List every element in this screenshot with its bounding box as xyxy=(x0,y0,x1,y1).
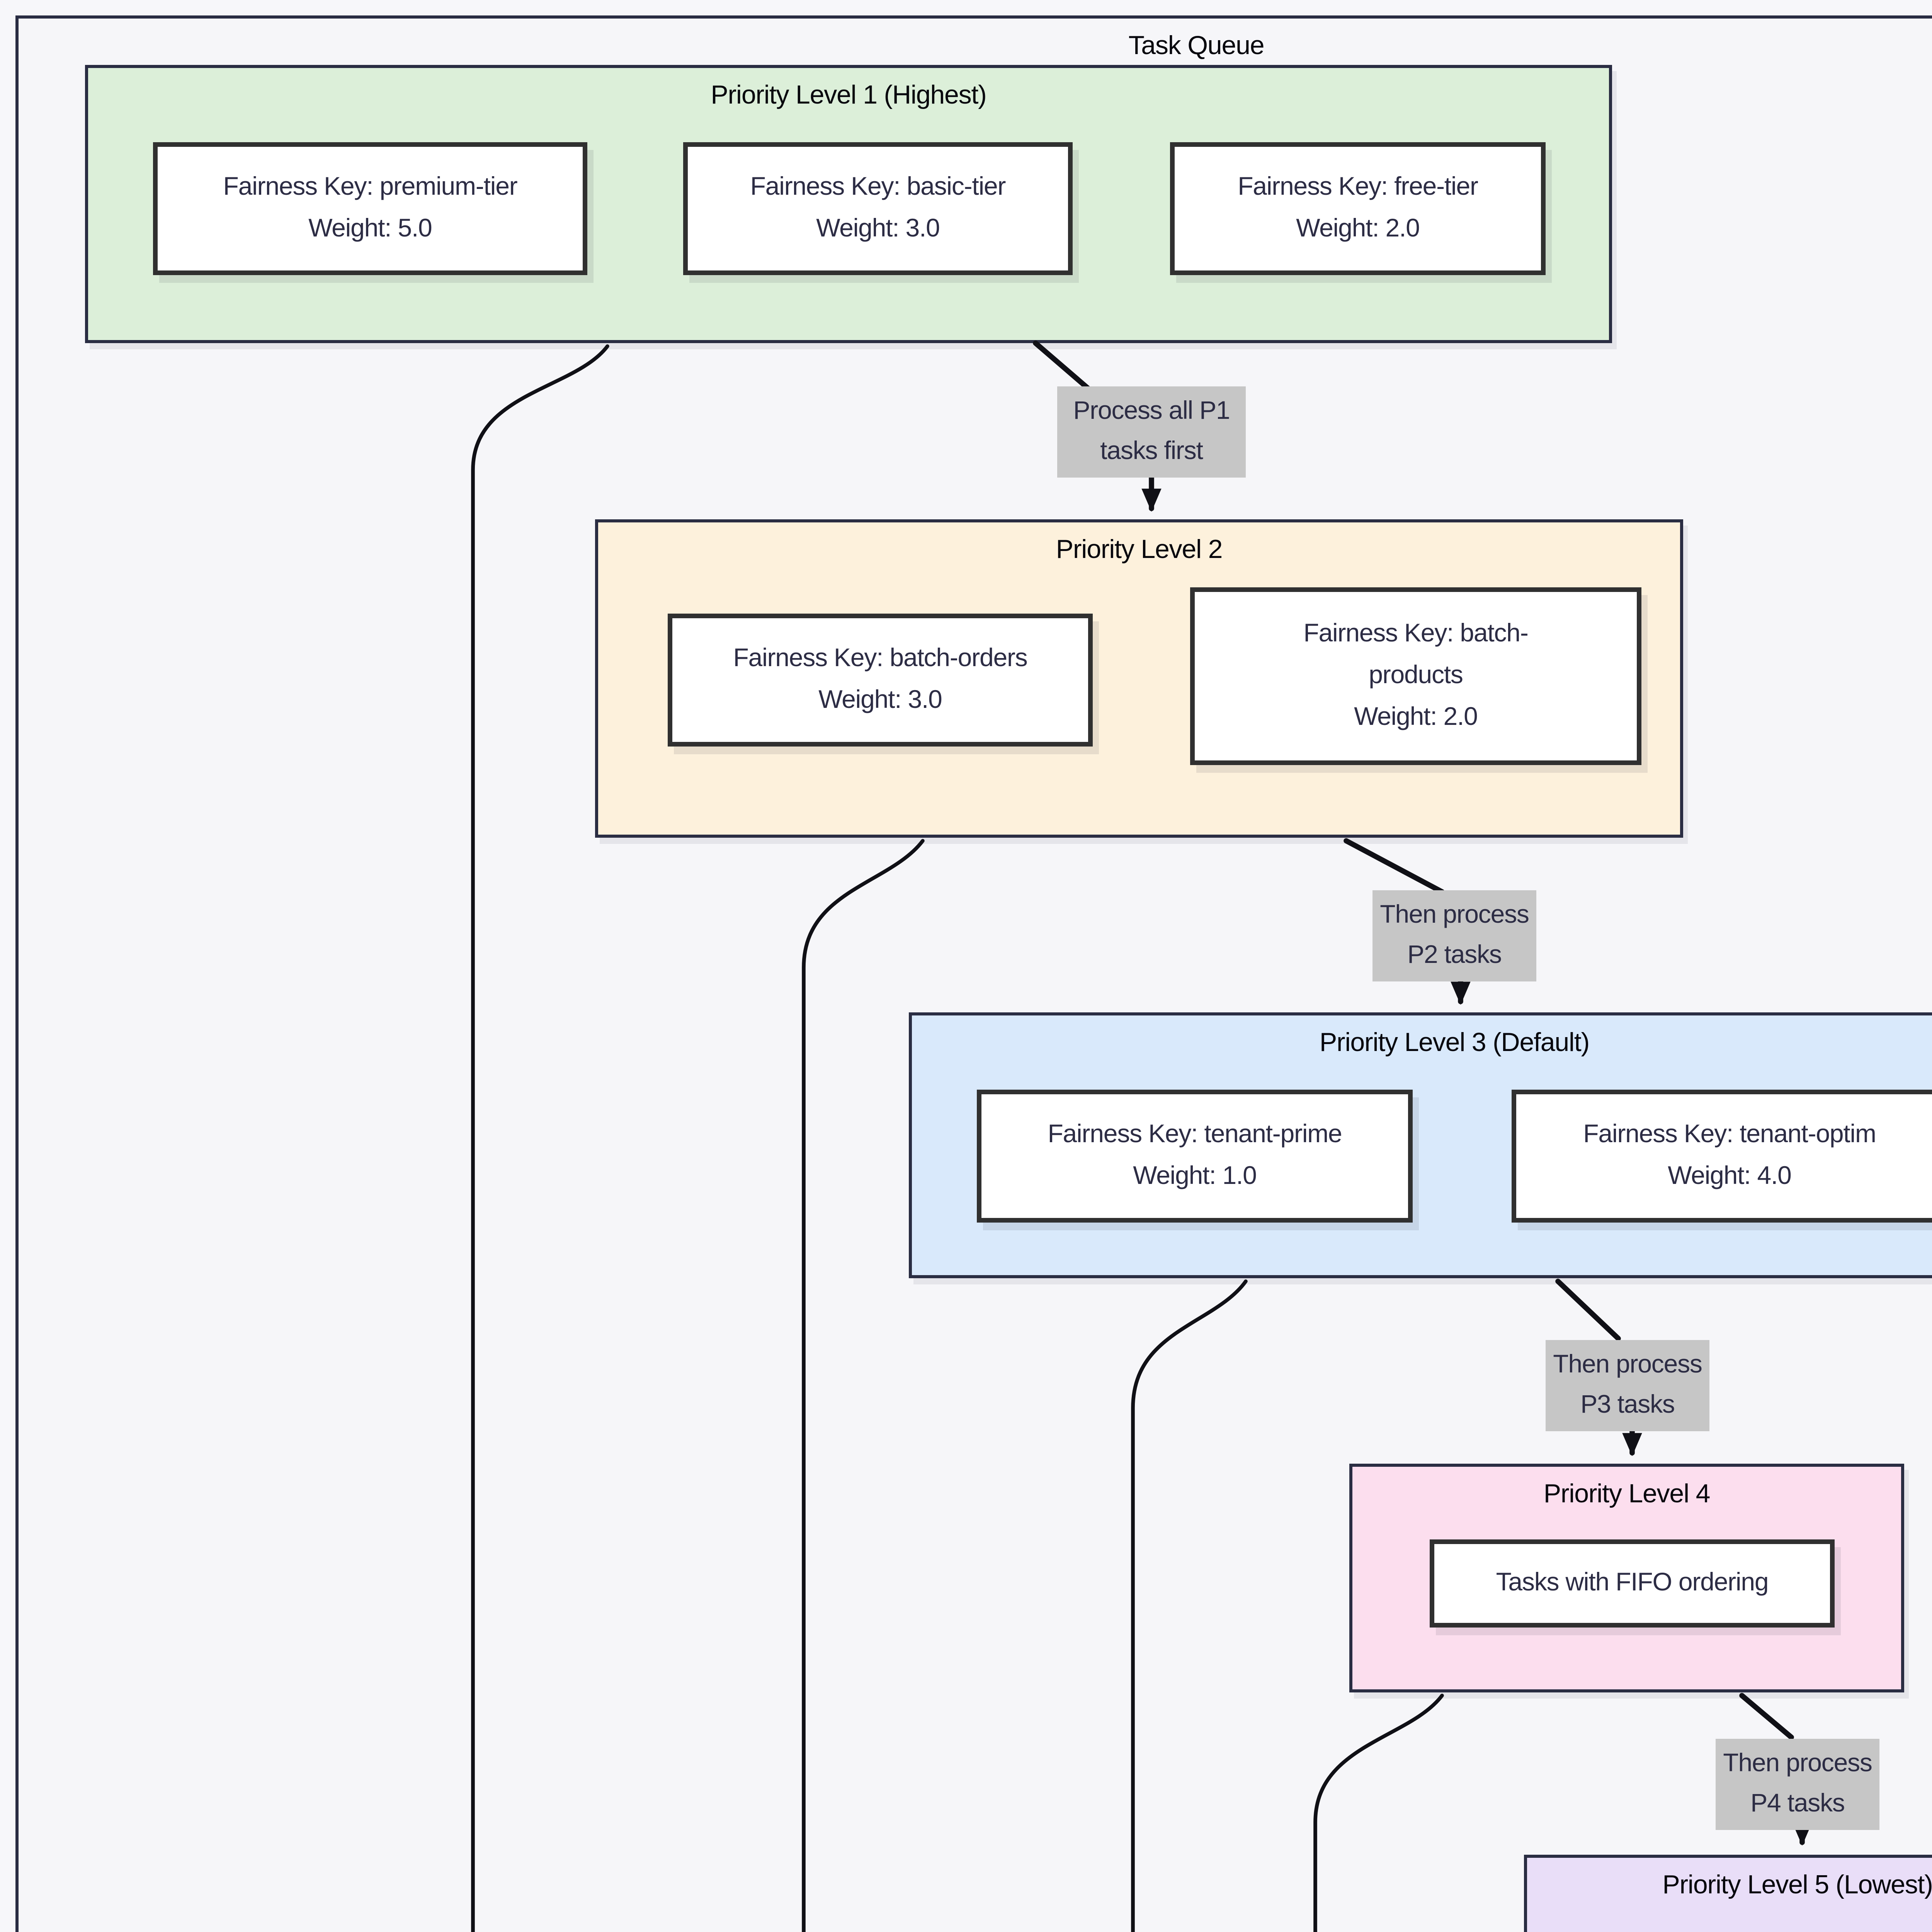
edge-label-process-p1: Process all P1 tasks first xyxy=(1057,386,1246,478)
priority-level-5-container: Priority Level 5 (Lowest) Tasks with FIF… xyxy=(1524,1855,1932,1932)
text-line: Weight: 2.0 xyxy=(1354,703,1478,731)
task-queue-title: Task Queue xyxy=(1128,31,1265,60)
text-line: Fairness Key: premium-tier xyxy=(223,173,518,202)
text-line: Fairness Key: basic-tier xyxy=(750,173,1006,202)
text-line: Fairness Key: batch-orders xyxy=(733,645,1027,673)
text-line: P3 tasks xyxy=(1580,1390,1675,1418)
priority-level-1-container: Priority Level 1 (Highest) Fairness Key:… xyxy=(85,65,1612,343)
text-line: Weight: 3.0 xyxy=(816,215,940,243)
edge-label-process-p3: Then process P3 tasks xyxy=(1546,1340,1709,1432)
priority-level-2-title: Priority Level 2 xyxy=(1056,535,1223,564)
priority-level-4-title: Priority Level 4 xyxy=(1543,1479,1711,1509)
text-line: Tasks with FIFO ordering xyxy=(1496,1569,1769,1597)
priority-level-5-title: Priority Level 5 (Lowest) xyxy=(1662,1870,1932,1900)
text-line: products xyxy=(1369,662,1463,690)
text-line: Fairness Key: tenant-prime xyxy=(1048,1121,1342,1149)
text-line: Weight: 2.0 xyxy=(1296,215,1420,243)
text-line: Then process xyxy=(1553,1351,1702,1379)
text-line: P4 tasks xyxy=(1750,1789,1845,1817)
edge-label-process-p4: Then process P4 tasks xyxy=(1716,1739,1879,1830)
priority-level-3-title: Priority Level 3 (Default) xyxy=(1319,1028,1590,1057)
priority-level-3-container: Priority Level 3 (Default) Fairness Key:… xyxy=(909,1012,1932,1278)
text-line: P2 tasks xyxy=(1407,940,1502,969)
text-line: Weight: 1.0 xyxy=(1133,1162,1257,1190)
text-line: Fairness Key: batch- xyxy=(1303,620,1528,648)
text-line: Weight: 5.0 xyxy=(308,215,432,243)
text-line: Process all P1 xyxy=(1073,397,1230,425)
text-line: Weight: 4.0 xyxy=(1668,1162,1792,1190)
text-line: Fairness Key: tenant-optim xyxy=(1583,1121,1876,1149)
fifo-node-p4: Tasks with FIFO ordering xyxy=(1430,1539,1835,1628)
text-line: Then process xyxy=(1380,901,1529,929)
text-line: Weight: 3.0 xyxy=(818,686,942,714)
text-line: Fairness Key: free-tier xyxy=(1238,173,1478,202)
priority-level-2-container: Priority Level 2 Fairness Key: batch-ord… xyxy=(595,519,1683,838)
text-line: Then process xyxy=(1723,1750,1872,1777)
priority-level-4-container: Priority Level 4 Tasks with FIFO orderin… xyxy=(1349,1464,1904,1692)
priority-level-1-title: Priority Level 1 (Highest) xyxy=(711,80,987,110)
text-line: tasks first xyxy=(1100,437,1203,465)
edge-label-process-p2: Then process P2 tasks xyxy=(1372,890,1536,982)
